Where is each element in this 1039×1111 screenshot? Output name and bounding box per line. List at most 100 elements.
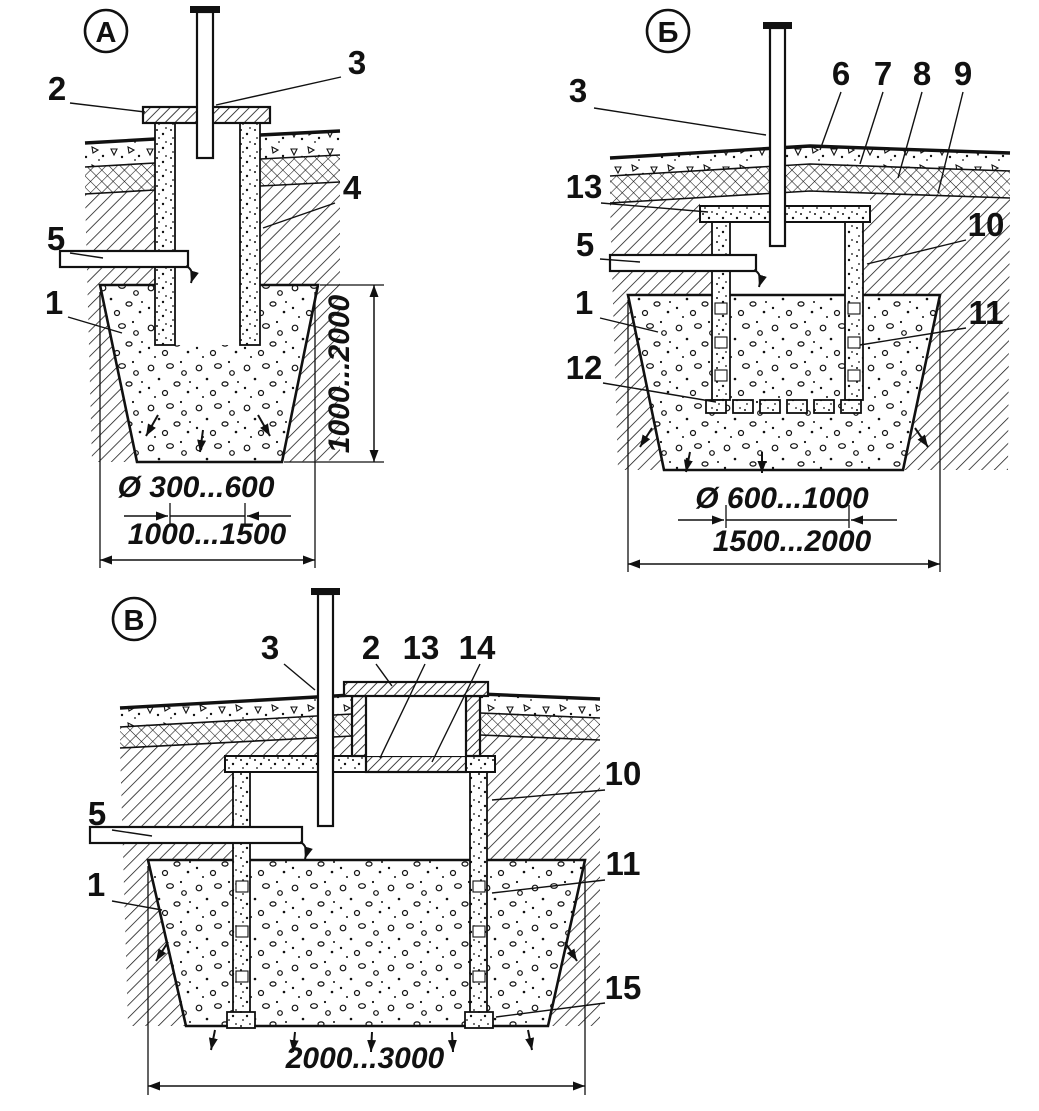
variant-b-section: Ø 600...1000 1500...2000 Б 3 6 7 8 9 13 … [566,8,1011,572]
seepage-arrow [289,1031,299,1053]
ground-surface-line [609,144,1011,160]
ground-surface-line [84,137,156,145]
leader-line [600,202,709,213]
callout-14: 14 [459,629,496,666]
leader-line [379,663,426,759]
wall-hole [235,970,249,983]
leader-line [937,91,964,194]
callout-15: 15 [605,969,642,1006]
leader-line [491,789,606,801]
width-dimension: 1000...1500 [128,518,287,551]
base-pad-right [464,1011,494,1029]
leader-line [897,91,923,179]
width-dimension: 2000...3000 [285,1042,445,1075]
leader-line [491,879,606,894]
earth-right [260,182,340,462]
neck-wall-right [464,694,482,758]
earth-right [863,193,1010,470]
leader-line [866,239,967,265]
vent-pipe [195,10,215,160]
wall-hole [472,970,486,983]
callout-9: 9 [954,55,972,92]
seepage-arrow [525,1029,535,1051]
seepage-arrow [155,941,169,962]
callout-8: 8 [913,55,931,92]
layer-boundary [84,189,156,195]
wall-hole [847,336,861,349]
seepage-arrow [683,451,693,473]
base-pad-left [226,1011,256,1029]
layer-boundary [259,181,341,187]
leader-line [69,252,104,259]
layer-boundary [479,734,601,741]
inlet-pipe [608,253,758,273]
callout-5: 5 [576,226,594,263]
ground-surface-line [119,693,353,710]
shaft-wall-right [239,121,261,346]
variant-a-section: 1000...2000 Ø 300...600 1000...1500 А 2 … [45,6,384,568]
variant-label-circle [111,596,157,642]
shaft-interior [250,772,470,858]
callout-1: 1 [575,284,593,321]
leader-line [859,91,884,165]
leader-line [215,76,342,106]
ground-surface-line [259,129,341,137]
leader-line [431,663,481,763]
callout-11: 11 [606,845,641,882]
leader-line [593,107,767,136]
vent-pipe-cap [311,588,340,595]
callout-3: 3 [261,629,279,666]
width-dimension: 1500...2000 [713,525,872,558]
wall-hole [235,925,249,938]
callout-3: 3 [348,44,366,81]
gravel-pit [146,858,587,1028]
layer-boundary [609,190,1011,204]
pavement-base-layer [120,714,352,748]
layer-boundary [119,713,353,728]
pavement-top-layer [260,131,340,159]
water-flow-arrow [185,265,199,284]
seepage-arrow [367,1031,377,1053]
earth-left [120,736,352,1026]
shaft-wall-right [469,771,488,1021]
leader-line [495,1002,606,1018]
inlet-pipe [88,825,304,845]
wall-hole [235,880,249,893]
shaft-wall-left [232,771,251,1021]
shaft-interior [175,122,240,345]
wall-hole [714,336,728,349]
diameter-dimension: Ø 600...1000 [695,482,869,515]
wall-hole [472,880,486,893]
callout-4: 4 [343,169,362,206]
callout-11: 11 [969,294,1004,331]
callout-5: 5 [47,220,65,257]
base-blocks [705,399,862,414]
seepage-arrow [257,414,271,437]
wall-hole [472,925,486,938]
variant-label-circle [83,8,129,54]
cover-slab-left [224,755,367,773]
layer-boundary [119,735,353,749]
leader-line [599,317,659,333]
layer-boundary [479,712,601,719]
leader-line [111,829,153,837]
callout-3: 3 [569,72,587,109]
depth-dimension: 1000...2000 [323,294,356,453]
leader-line [819,91,842,151]
callout-12: 12 [566,349,603,386]
leader-line [599,258,641,263]
variant-v-section: 2000...3000 В 3 2 13 14 5 10 1 11 15 [87,588,642,1095]
inlet-pipe [58,249,190,269]
vent-pipe-cap [763,22,792,29]
leader-line [375,663,393,687]
seepage-arrow [145,414,159,437]
callout-5: 5 [88,795,106,832]
vent-pipe [316,592,335,828]
callout-7: 7 [874,55,892,92]
water-flow-arrow [299,841,313,860]
variant-label: А [96,17,117,49]
callout-1: 1 [87,866,105,903]
vent-pipe [768,26,787,248]
